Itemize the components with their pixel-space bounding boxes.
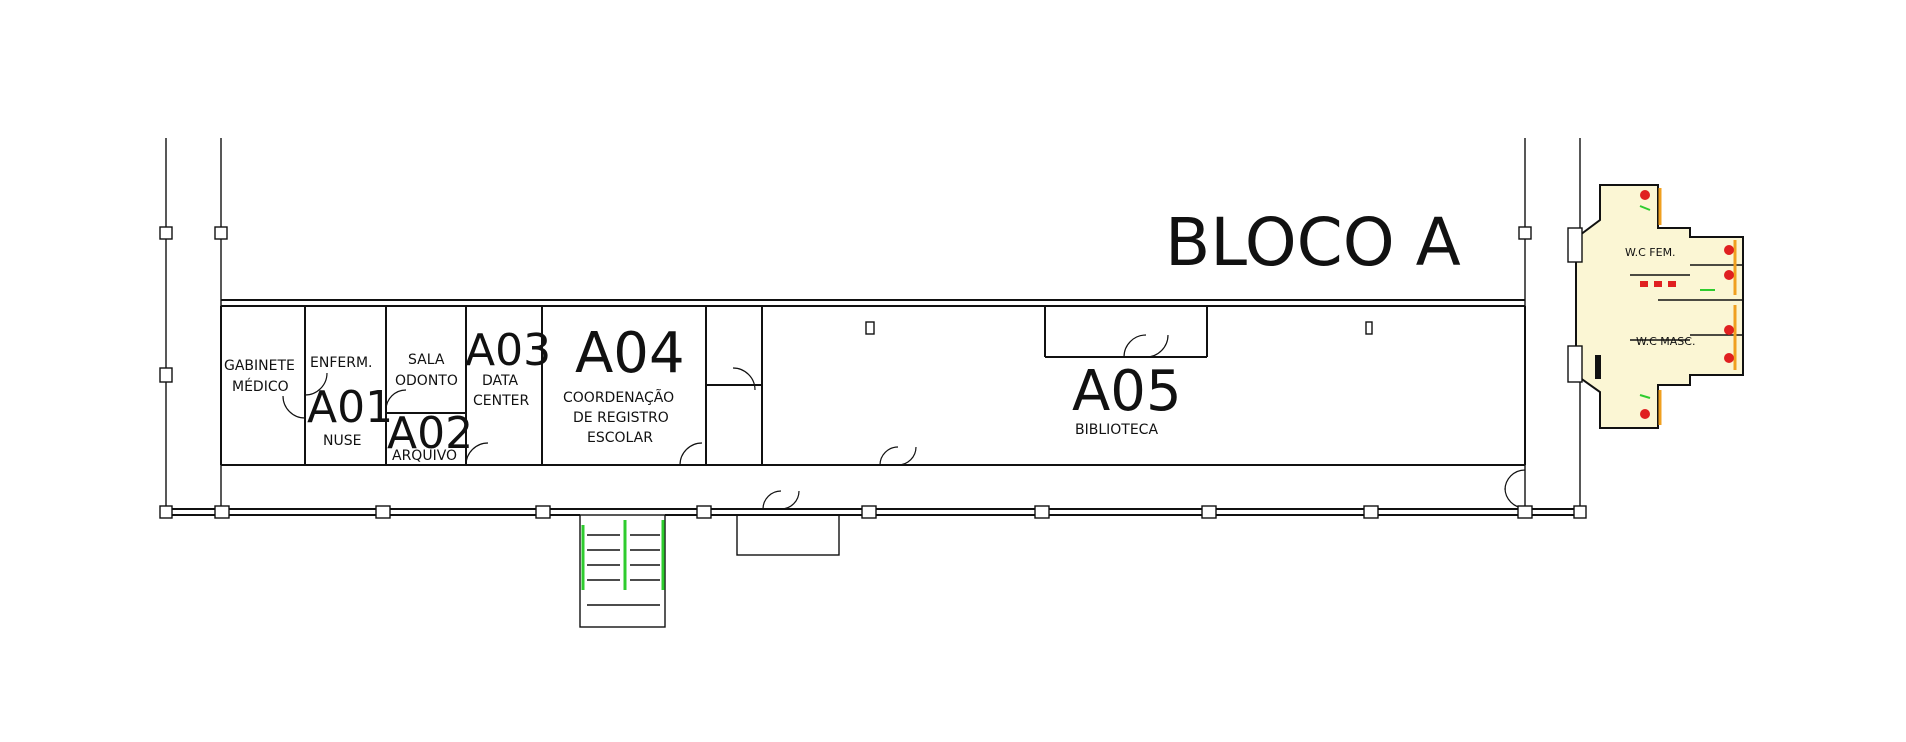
- gabinete-label-2: MÉDICO: [232, 378, 289, 395]
- sala-label: SALA: [408, 352, 445, 368]
- room-name-a02: ARQUIVO: [392, 448, 457, 464]
- wc-masc-label: W.C MASC.: [1636, 335, 1695, 348]
- wc-annex: [1567, 184, 1744, 429]
- columns: [159, 226, 1587, 519]
- corridor-wall-top: [221, 299, 1525, 307]
- sala-label-2: ODONTO: [395, 373, 458, 389]
- stairs: [579, 514, 666, 628]
- room-name-a04-3: ESCOLAR: [587, 430, 653, 446]
- enferm-label: ENFERM.: [310, 355, 372, 371]
- room-code-a05: A05: [1072, 359, 1182, 424]
- building-title: BLOCO A: [1165, 204, 1461, 281]
- room-code-a04: A04: [575, 321, 685, 386]
- wc-fem-label: W.C FEM.: [1625, 246, 1676, 259]
- gabinete-label: GABINETE: [224, 358, 295, 374]
- room-name-a03-2: CENTER: [473, 393, 529, 409]
- room-code-a01: A01: [307, 382, 393, 433]
- rooms-block: [220, 306, 1526, 466]
- room-code-a02: A02: [387, 408, 473, 459]
- room-name-a01: NUSE: [323, 433, 361, 449]
- room-name-a05: BIBLIOTECA: [1075, 422, 1158, 438]
- doors: [282, 334, 1526, 510]
- room-name-a04-2: DE REGISTRO: [573, 410, 669, 426]
- room-name-a04-1: COORDENAÇÃO: [563, 389, 674, 406]
- room-labels: GABINETE MÉDICO ENFERM. SALA ODONTO A01 …: [224, 246, 1695, 464]
- room-code-a03: A03: [465, 325, 551, 376]
- room-name-a03-1: DATA: [482, 373, 518, 389]
- entrance-porch: [736, 514, 840, 556]
